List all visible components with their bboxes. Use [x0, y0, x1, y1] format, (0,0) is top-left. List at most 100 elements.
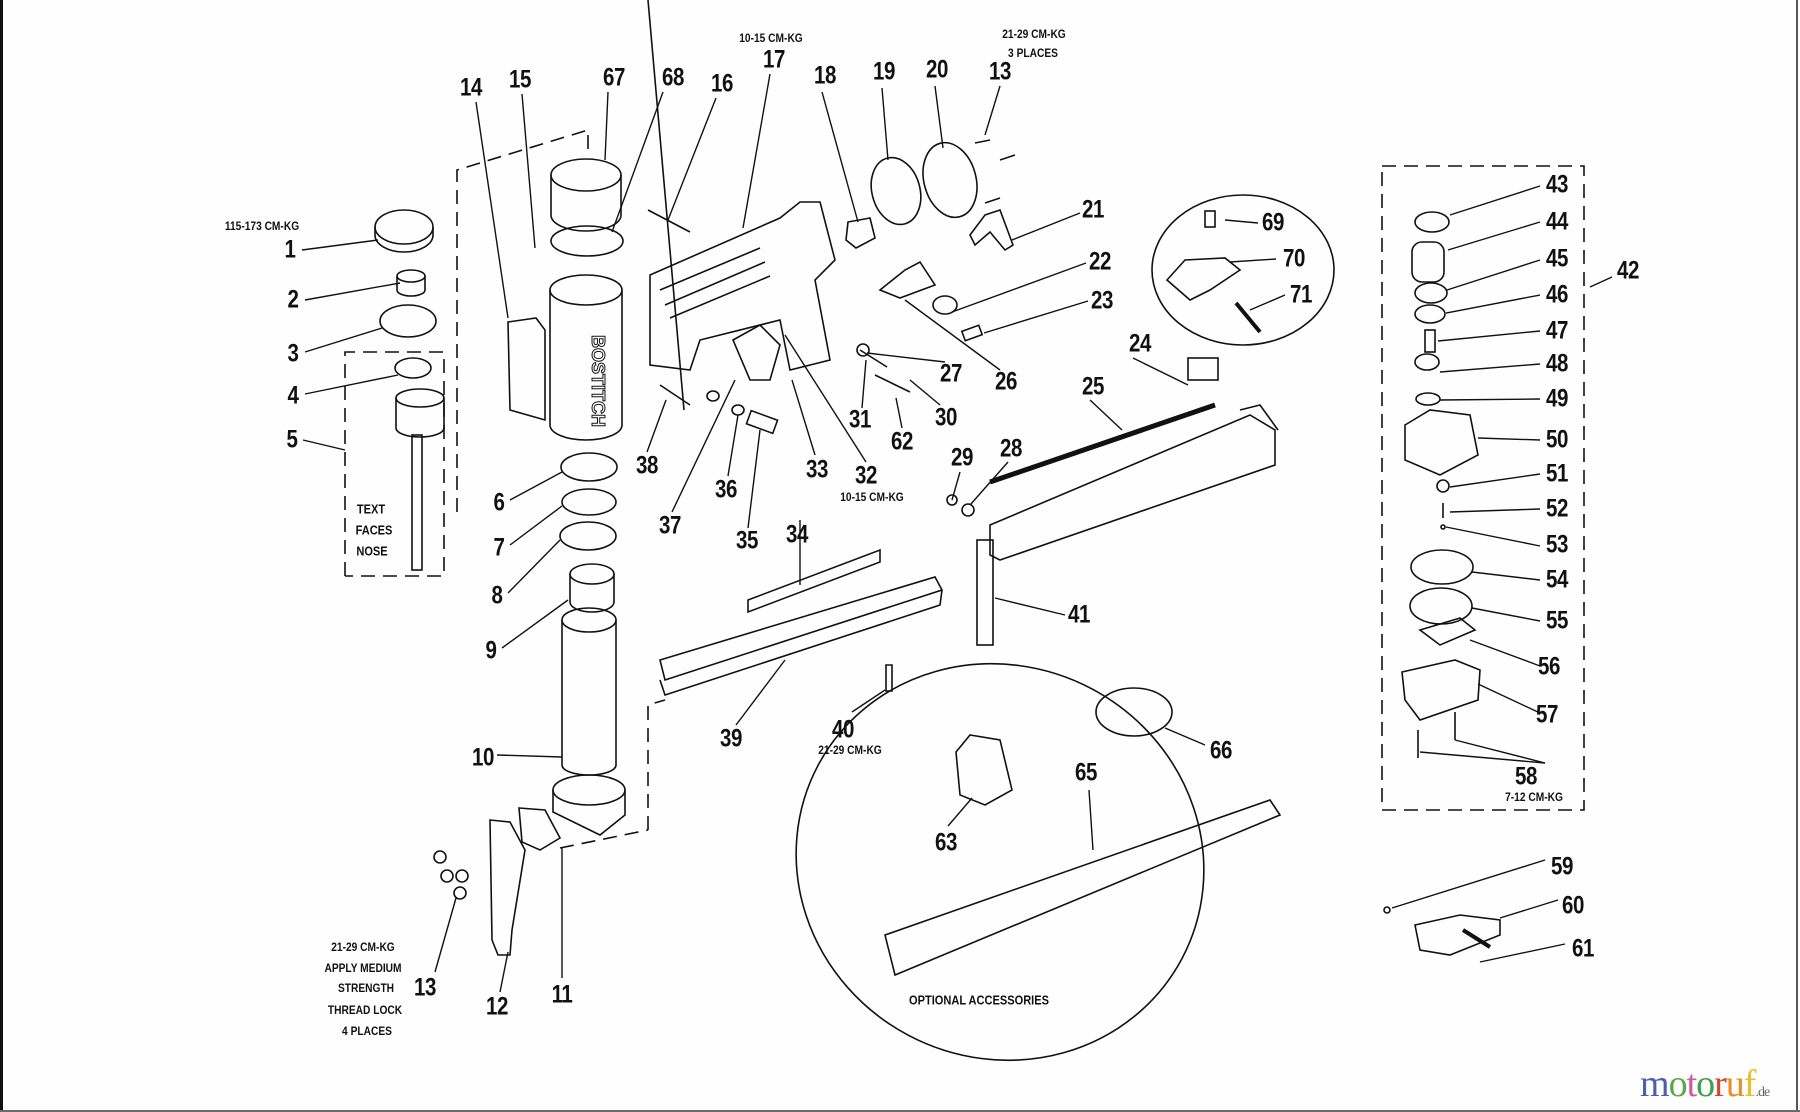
callout-60: 60	[1562, 891, 1584, 920]
callout-66: 66	[1210, 736, 1232, 765]
part-clip-24	[1187, 357, 1219, 381]
watermark-logo: motoruf.de	[1640, 1062, 1770, 1106]
callout-62: 62	[891, 427, 913, 456]
callout-34: 34	[786, 520, 808, 549]
part-screw-40	[885, 664, 893, 692]
part-oring-3	[379, 304, 437, 338]
part-nose-plate	[518, 807, 562, 851]
callout-37: 37	[659, 511, 681, 540]
torque-note-32: 10-15 CM-KG	[840, 490, 904, 504]
part-housing	[649, 201, 836, 371]
callout-65: 65	[1075, 758, 1097, 787]
callout-48: 48	[1546, 349, 1568, 378]
logo-letter: u	[1725, 1063, 1745, 1105]
callout-29: 29	[951, 443, 973, 472]
callout-53: 53	[1546, 530, 1568, 559]
accessories-ellipse	[795, 662, 1205, 1062]
callout-25: 25	[1082, 372, 1104, 401]
callout-30: 30	[935, 403, 957, 432]
callout-13-top: 13	[989, 57, 1011, 86]
callout-52: 52	[1546, 494, 1568, 523]
callout-57: 57	[1536, 700, 1558, 729]
cylinder-group-outline	[344, 128, 666, 849]
left-border	[0, 0, 3, 1112]
part-label-plate	[507, 317, 546, 422]
callout-23: 23	[1091, 286, 1113, 315]
acc-guide-63	[955, 734, 1013, 806]
callout-9: 9	[485, 636, 497, 665]
torque-note-1: 115-173 CM-KG	[224, 219, 300, 233]
callout-50: 50	[1546, 425, 1568, 454]
brand-marking: BOSTITCH	[588, 335, 609, 428]
callout-11: 11	[551, 980, 573, 1009]
thread-lock-note-5: 4 PLACES	[342, 1024, 392, 1038]
part-lever-21	[969, 208, 1014, 252]
callout-4: 4	[287, 381, 299, 410]
part-cap-screws	[974, 139, 1016, 204]
torque-note-17: 10-15 CM-KG	[739, 31, 803, 45]
logo-letter: o	[1668, 1063, 1688, 1105]
part-block-18	[845, 217, 876, 249]
part-cylinder	[549, 158, 624, 441]
torque-note-58: 7-12 CM-KG	[1505, 790, 1563, 804]
acc-cap-66	[1095, 687, 1173, 737]
callout-70: 70	[1283, 244, 1305, 273]
detail-circle	[1151, 194, 1335, 346]
part-strip-34	[747, 548, 881, 614]
part-piston-driver	[395, 388, 445, 571]
thread-lock-note-3: STRENGTH	[337, 981, 395, 995]
callout-40: 40	[832, 715, 854, 744]
part-trigger-26	[878, 260, 937, 299]
callout-45: 45	[1546, 244, 1568, 273]
callout-31: 31	[849, 405, 871, 434]
callout-17: 17	[763, 45, 785, 74]
callout-8: 8	[491, 581, 503, 610]
torque-note-13-top: 21-29 CM-KG	[1002, 27, 1066, 41]
part-latch-60	[1414, 914, 1501, 956]
optional-accessories-label: OPTIONAL ACCESSORIES	[909, 992, 1049, 1008]
callout-71: 71	[1290, 280, 1312, 309]
part-spring-69	[1204, 210, 1216, 228]
callout-14: 14	[460, 73, 482, 102]
callout-26: 26	[995, 367, 1017, 396]
right-border	[1796, 0, 1798, 1112]
callout-47: 47	[1546, 316, 1568, 345]
callout-39: 39	[720, 724, 742, 753]
part-rod-25	[989, 402, 1216, 485]
part-oring-4	[394, 357, 432, 379]
callout-35: 35	[736, 526, 758, 555]
callout-67: 67	[603, 63, 625, 92]
callout-63: 63	[935, 828, 957, 857]
valve-group-outline	[1381, 165, 1585, 811]
callout-54: 54	[1546, 565, 1568, 594]
callout-68: 68	[662, 63, 684, 92]
callout-3: 3	[287, 339, 299, 368]
text-faces-nose-3: NOSE	[356, 543, 388, 559]
thread-lock-note-4: THREAD LOCK	[327, 1003, 403, 1017]
callout-61: 61	[1572, 934, 1594, 963]
callout-58: 58	[1515, 762, 1537, 791]
callout-69: 69	[1262, 208, 1284, 237]
part-latch-70	[1165, 257, 1242, 301]
callout-28: 28	[1000, 434, 1022, 463]
part-valve-stack	[1401, 211, 1481, 758]
part-spring-22	[932, 295, 958, 315]
part-gasket-19	[870, 156, 922, 226]
torque-note-40: 21-29 CM-KG	[818, 743, 882, 757]
callout-24: 24	[1129, 329, 1151, 358]
part-cylinder-sleeve	[552, 607, 626, 836]
callout-51: 51	[1546, 459, 1568, 488]
logo-letter: m	[1640, 1063, 1670, 1105]
callout-7: 7	[493, 533, 505, 562]
callout-12: 12	[486, 992, 508, 1021]
part-pin-23	[960, 324, 984, 342]
callout-41: 41	[1068, 600, 1090, 629]
places-note-13-top: 3 PLACES	[1008, 46, 1058, 60]
logo-suffix: .de	[1755, 1085, 1770, 1100]
text-faces-nose-2: FACES	[355, 522, 393, 538]
thread-lock-note-1: 21-29 CM-KG	[331, 940, 395, 954]
callout-55: 55	[1546, 606, 1568, 635]
part-screws	[433, 850, 469, 900]
